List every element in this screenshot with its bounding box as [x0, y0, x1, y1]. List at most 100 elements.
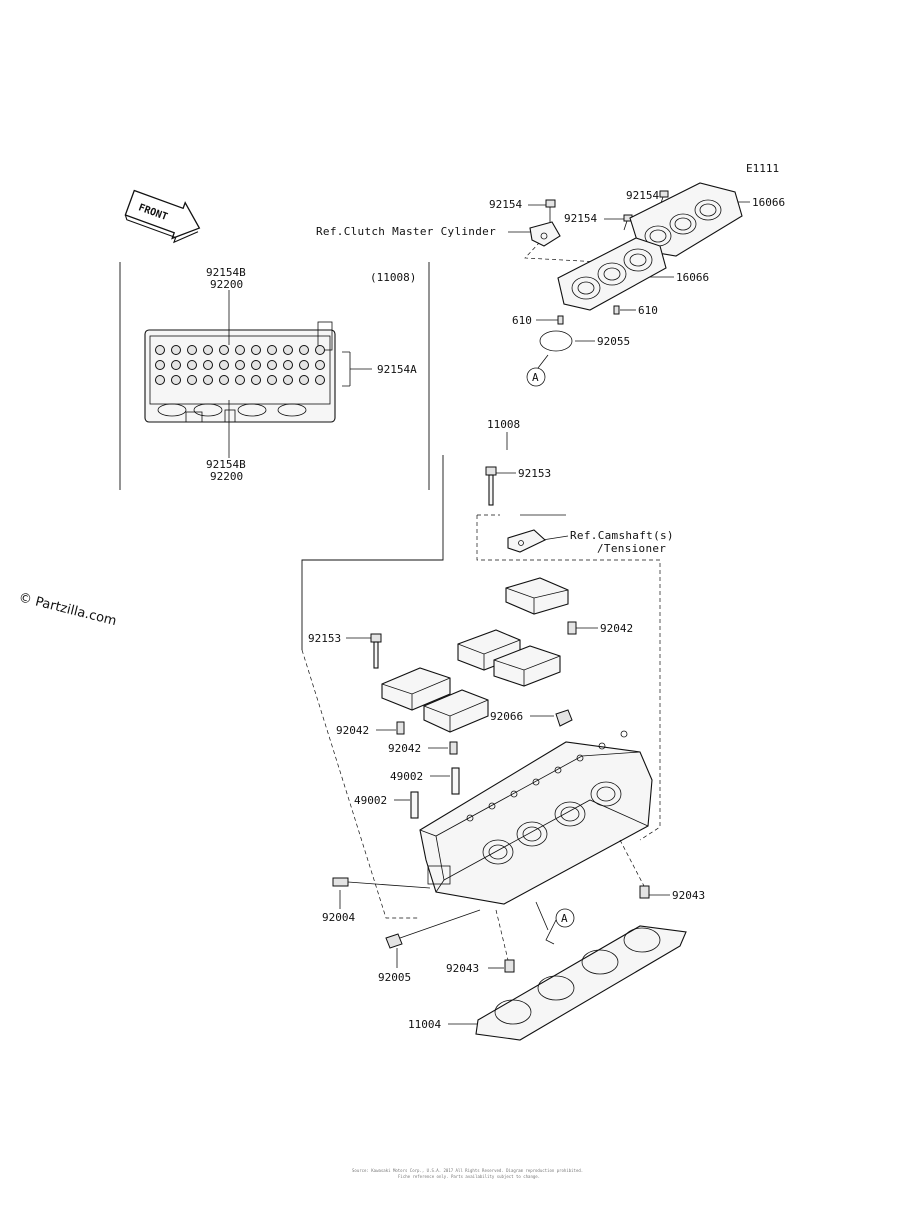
- stud-92004-icon: [332, 877, 349, 887]
- callout-92005: 92005: [378, 971, 411, 984]
- inset-bolt-head: [187, 360, 197, 370]
- inset-bolt-head: [155, 360, 165, 370]
- inset-bolt-head: [251, 360, 261, 370]
- head-boss: [554, 766, 562, 774]
- inset-bolt-head: [299, 375, 309, 385]
- inset-bolt-head: [315, 360, 325, 370]
- inset-bolt-head: [235, 375, 245, 385]
- inset-bolt-head: [235, 360, 245, 370]
- inset-bolt-head: [219, 345, 229, 355]
- inset-bolt-head: [267, 375, 277, 385]
- callout-49002-b: 49002: [354, 794, 387, 807]
- callout-92066: 92066: [490, 710, 523, 723]
- inset-bolt-head: [203, 375, 213, 385]
- inset-right-label: 92154A: [377, 363, 417, 376]
- ref-camshaft-line-2: /Tensioner: [597, 542, 666, 555]
- circle-a-top: [526, 367, 546, 387]
- dowel-92042-icon: [567, 621, 577, 635]
- inset-bolt-head: [299, 360, 309, 370]
- inset-bolt-head: [299, 345, 309, 355]
- clutch-bracket: [529, 221, 561, 247]
- inset-bolt-head: [155, 345, 165, 355]
- callout-92055: 92055: [597, 335, 630, 348]
- o-ring-92055-icon: [539, 330, 573, 352]
- callout-92004: 92004: [322, 911, 355, 924]
- callout-16066-a: 16066: [752, 196, 785, 209]
- inset-bolt-head: [203, 345, 213, 355]
- callout-610-b: 610: [638, 304, 658, 317]
- bolt-92153-icon: [485, 466, 497, 506]
- circle-a-top-label: A: [532, 371, 539, 384]
- head-boss: [532, 778, 540, 786]
- inset-bolt-head: [283, 345, 293, 355]
- callout-16066-b: 16066: [676, 271, 709, 284]
- dowel-92043-icon: [504, 959, 515, 973]
- callout-92042-b: 92042: [336, 724, 369, 737]
- camshaft-cap: [505, 577, 569, 615]
- dowel-92043-icon: [639, 885, 650, 899]
- inset-bottom-label-2: 92200: [210, 470, 243, 483]
- top-assembly: 92154 92154 92154 16066 16066 610 610 92…: [316, 182, 785, 387]
- inset-bolt-head: [267, 345, 277, 355]
- inset-bolt-head: [283, 375, 293, 385]
- inset-bolt-head: [171, 360, 181, 370]
- guide-49002-icon: [451, 767, 460, 795]
- inset-bolt-head: [203, 360, 213, 370]
- callout-92043-a: 92043: [672, 889, 705, 902]
- callout-11004: 11004: [408, 1018, 441, 1031]
- head-boss: [466, 814, 474, 822]
- head-boss: [598, 742, 606, 750]
- inset-panel: (11008) 92154B 92200 92154A 92154B 92200: [119, 262, 430, 490]
- inset-bolt-head: [155, 375, 165, 385]
- callout-92154-b: 92154: [626, 189, 659, 202]
- inset-bolt-head: [315, 375, 325, 385]
- bolt-92153-icon: [370, 633, 382, 669]
- inset-bolt-head: [251, 375, 261, 385]
- inset-bolt-head: [171, 375, 181, 385]
- pin-610-icon: [613, 305, 620, 315]
- diagram-code: E1111: [746, 162, 779, 175]
- inset-bottom-label-1: 92154B: [206, 458, 246, 471]
- inset-bolt-head: [283, 360, 293, 370]
- head-boss: [510, 790, 518, 798]
- camshaft-cap: [423, 689, 489, 733]
- inset-cylinder-head: [144, 321, 336, 423]
- camshaft-cap: [493, 645, 561, 687]
- callout-610-a: 610: [512, 314, 532, 327]
- head-boss: [620, 730, 628, 738]
- ref-clutch-master-cylinder: Ref.Clutch Master Cylinder: [316, 225, 496, 238]
- dowel-92042-icon: [449, 741, 458, 755]
- footer-line-1: Source: Kawasaki Motors Corp., U.S.A. 20…: [352, 1168, 583, 1173]
- plug-92066-icon: [555, 709, 573, 727]
- pin-610-icon: [557, 315, 564, 325]
- inset-top-label-1: 92154B: [206, 266, 246, 279]
- callout-92154-a: 92154: [489, 198, 522, 211]
- cylinder-head: [419, 730, 653, 905]
- tensioner-bracket: [507, 529, 546, 553]
- head-boss: [488, 802, 496, 810]
- callout-92042-c: 92042: [388, 742, 421, 755]
- main-assembly: 11008 92153 Ref.Camshaft(s) /Tensioner 9…: [301, 418, 705, 1041]
- callout-11008: 11008: [487, 418, 520, 431]
- front-arrow-icon: FRONT: [124, 189, 201, 244]
- inset-bolt-head: [187, 345, 197, 355]
- inset-bolt-head: [267, 360, 277, 370]
- head-boss: [576, 754, 584, 762]
- inset-bolt-head: [219, 375, 229, 385]
- bolt-92005-icon: [385, 933, 403, 949]
- circle-a-bottom-label: A: [561, 912, 568, 925]
- inset-ref-code: (11008): [370, 271, 416, 284]
- inset-bolt-head: [315, 345, 325, 355]
- circle-a-bottom: [555, 908, 575, 928]
- callout-49002-a: 49002: [390, 770, 423, 783]
- inset-top-label-2: 92200: [210, 278, 243, 291]
- inset-bolt-head: [171, 345, 181, 355]
- watermark: © Partzilla.com: [17, 590, 118, 629]
- ref-camshaft-line-1: Ref.Camshaft(s): [570, 529, 674, 542]
- inset-bolt-head: [235, 345, 245, 355]
- guide-49002-icon: [410, 791, 419, 819]
- inset-bolt-head: [219, 360, 229, 370]
- callout-92154-c: 92154: [564, 212, 597, 225]
